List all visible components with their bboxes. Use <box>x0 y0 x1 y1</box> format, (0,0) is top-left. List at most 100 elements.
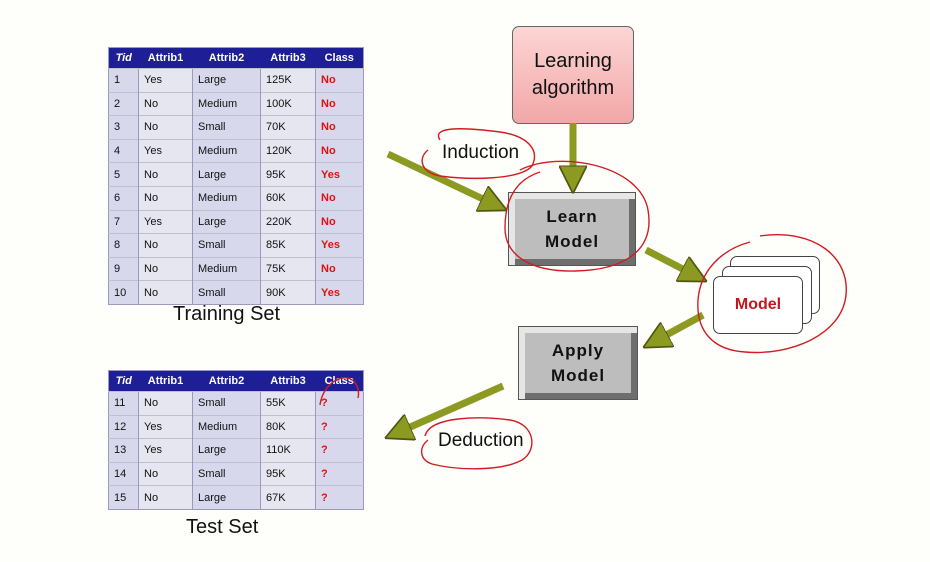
table-cell: No <box>138 391 193 416</box>
column-header: Attrib3 <box>260 370 316 392</box>
column-header: Tid <box>108 370 139 392</box>
table-cell: No <box>138 256 193 281</box>
table-cell: Small <box>192 461 261 486</box>
arrow-deduction <box>390 382 505 436</box>
arrow-model-to-apply-model <box>648 311 705 345</box>
table-cell: Medium <box>192 414 261 439</box>
table-cell: ? <box>315 461 364 486</box>
table-cell: No <box>315 91 364 116</box>
annotation-mark-class-column <box>319 377 360 406</box>
annotation-circle-model <box>697 234 847 354</box>
table-cell: 70K <box>260 115 316 140</box>
table-cell: Yes <box>315 233 364 258</box>
table-cell: 95K <box>260 461 316 486</box>
table-cell: 10 <box>108 280 139 305</box>
table-cell: 110K <box>260 438 316 463</box>
table-cell: Small <box>192 391 261 416</box>
table-cell: Yes <box>138 68 193 93</box>
table-cell: No <box>138 185 193 211</box>
table-cell: Large <box>192 438 261 463</box>
table-cell: 85K <box>260 233 316 258</box>
table-cell: ? <box>315 414 364 439</box>
table-cell: 100K <box>260 91 316 116</box>
table-cell: 90K <box>260 280 316 305</box>
table-cell: 13 <box>108 438 139 463</box>
table-cell: 12 <box>108 414 139 439</box>
table-cell: 2 <box>108 91 139 116</box>
table-cell: ? <box>315 485 364 510</box>
table-cell: Large <box>192 485 261 510</box>
table-cell: 3 <box>108 115 139 140</box>
table-cell: No <box>315 209 364 234</box>
apply-model-box: Apply Model <box>518 326 638 400</box>
induction-label: Induction <box>442 142 520 163</box>
table-cell: Yes <box>138 209 193 234</box>
table-cell: Yes <box>315 280 364 305</box>
table-cell: 4 <box>108 138 139 163</box>
table-cell: No <box>315 185 364 211</box>
table-cell: 15 <box>108 485 139 510</box>
training-set-caption: Training Set <box>173 303 281 325</box>
table-cell: No <box>138 280 193 305</box>
table-cell: Yes <box>315 162 364 187</box>
table-cell: Medium <box>192 185 261 211</box>
table-cell: Large <box>192 162 261 187</box>
column-header: Tid <box>108 47 139 69</box>
table-cell: 125K <box>260 68 316 93</box>
table-cell: No <box>315 256 364 281</box>
table-cell: 7 <box>108 209 139 234</box>
column-header: Attrib1 <box>138 47 193 69</box>
table-cell: 6 <box>108 185 139 211</box>
table-cell: 11 <box>108 391 139 416</box>
table-cell: Yes <box>138 414 193 439</box>
table-cell: 120K <box>260 138 316 163</box>
column-header: Attrib3 <box>260 47 316 69</box>
table-cell: No <box>138 162 193 187</box>
table-cell: Yes <box>138 138 193 163</box>
table-cell: 80K <box>260 414 316 439</box>
annotation-circle-induction <box>421 128 536 179</box>
table-cell: 67K <box>260 485 316 510</box>
arrow-induction <box>386 150 502 208</box>
table-cell: No <box>315 115 364 140</box>
table-cell: Small <box>192 115 261 140</box>
table-cell: Small <box>192 233 261 258</box>
test-set-caption: Test Set <box>186 516 259 538</box>
deduction-label: Deduction <box>438 430 524 451</box>
table-cell: No <box>138 233 193 258</box>
table-cell: 220K <box>260 209 316 234</box>
table-cell: 5 <box>108 162 139 187</box>
table-cell: Medium <box>192 91 261 116</box>
table-cell: Medium <box>192 138 261 163</box>
table-cell: No <box>138 115 193 140</box>
table-cell: 14 <box>108 461 139 486</box>
table-cell: Medium <box>192 256 261 281</box>
learn-model-box: Learn Model <box>508 192 636 266</box>
annotation-circle-deduction <box>421 417 533 470</box>
model-card: Model <box>713 276 803 334</box>
arrow-learn-model-to-model <box>644 246 702 279</box>
column-header: Class <box>315 47 364 69</box>
table-cell: No <box>315 138 364 163</box>
table-cell: No <box>138 485 193 510</box>
table-cell: No <box>138 461 193 486</box>
table-cell: 1 <box>108 68 139 93</box>
table-cell: 55K <box>260 391 316 416</box>
